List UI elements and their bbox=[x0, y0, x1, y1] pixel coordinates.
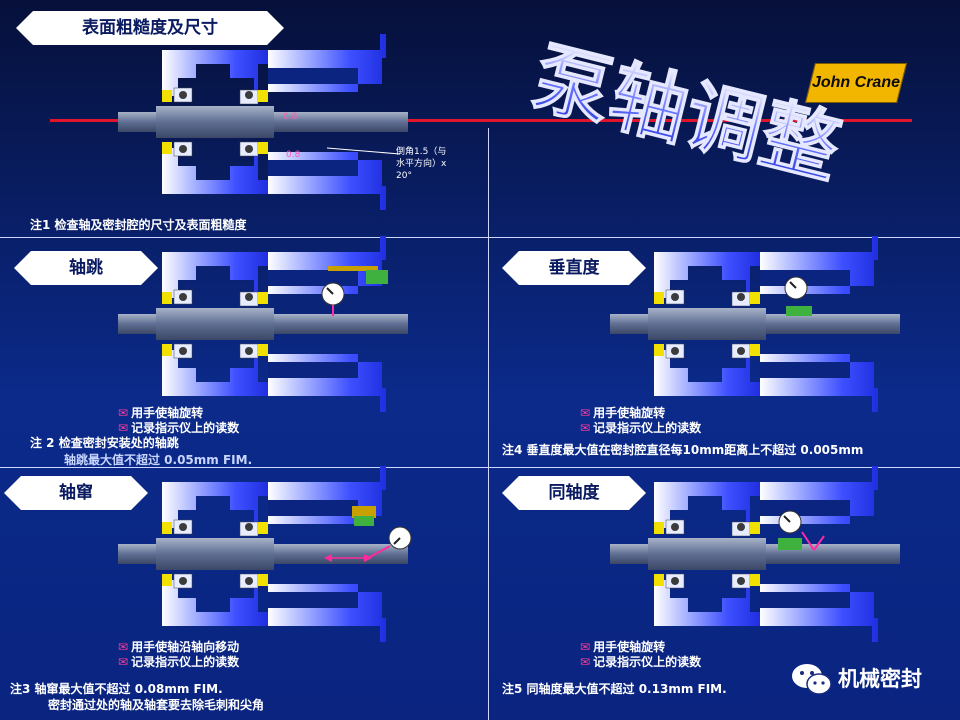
note-surface: 注1 检查轴及密封腔的尺寸及表面粗糙度 bbox=[30, 218, 247, 232]
divider-middle bbox=[0, 467, 960, 468]
bullet-runout-1: ✉用手使轴旋转 bbox=[118, 406, 204, 420]
note-runout-1: 注 2 检查密封安装处的轴跳 bbox=[30, 436, 179, 450]
label-endplay: 轴窜 bbox=[4, 476, 148, 510]
chamfer-leader bbox=[326, 147, 401, 155]
envelope-icon: ✉ bbox=[580, 421, 591, 435]
note-runout-2: 轴跳最大值不超过 0.05mm FIM. bbox=[64, 453, 253, 467]
pump-diagram-perpendicularity bbox=[610, 236, 901, 413]
main-title: 泵轴调整 bbox=[524, 32, 850, 196]
wechat-icon bbox=[792, 664, 832, 695]
note-perpendicularity: 注4 垂直度最大值在密封腔直径每10mm距离上不超过 0.005mm bbox=[502, 443, 864, 457]
divider-vertical bbox=[488, 128, 489, 720]
envelope-icon: ✉ bbox=[118, 421, 129, 435]
pump-diagram-endplay bbox=[118, 466, 412, 643]
bullet-runout-2: ✉记录指示仪上的读数 bbox=[118, 421, 240, 435]
envelope-icon: ✉ bbox=[580, 406, 591, 420]
label-surface: 表面粗糙度及尺寸 bbox=[16, 11, 284, 45]
bullet-conc-2: ✉记录指示仪上的读数 bbox=[580, 655, 702, 669]
pump-diagram-concentricity bbox=[610, 466, 901, 643]
bullet-perp-2: ✉记录指示仪上的读数 bbox=[580, 421, 702, 435]
pump-diagram-runout bbox=[118, 236, 409, 413]
note-endplay-1: 注3 轴窜最大值不超过 0.08mm FIM. bbox=[10, 682, 223, 696]
envelope-icon: ✉ bbox=[118, 406, 129, 420]
bullet-conc-1: ✉用手使轴旋转 bbox=[580, 640, 666, 654]
red-axis-line bbox=[50, 119, 912, 122]
bullet-endplay-2: ✉记录指示仪上的读数 bbox=[118, 655, 240, 669]
envelope-icon: ✉ bbox=[118, 640, 129, 654]
envelope-icon: ✉ bbox=[118, 655, 129, 669]
chamfer-note: 倒角1.5（与 水平方向）x 20° bbox=[396, 147, 447, 181]
roughness-b: 0.8 bbox=[286, 150, 301, 160]
label-runout: 轴跳 bbox=[14, 251, 158, 285]
envelope-icon: ✉ bbox=[580, 640, 591, 654]
bullet-endplay-1: ✉用手使轴沿轴向移动 bbox=[118, 640, 240, 654]
label-concentricity: 同轴度 bbox=[502, 476, 646, 510]
pump-diagram-surface bbox=[118, 34, 409, 211]
note-endplay-2: 密封通过处的轴及轴套要去除毛刺和尖角 bbox=[48, 698, 265, 712]
bullet-perp-1: ✉用手使轴旋转 bbox=[580, 406, 666, 420]
svg-text:泵轴调整: 泵轴调整 bbox=[524, 33, 849, 196]
label-perpendicularity: 垂直度 bbox=[502, 251, 646, 285]
divider-top bbox=[0, 237, 960, 238]
roughness-a: 0.8 bbox=[283, 112, 298, 122]
wechat-watermark: 机械密封 bbox=[790, 659, 950, 699]
envelope-icon: ✉ bbox=[580, 655, 591, 669]
brand-logo: John Crane bbox=[805, 63, 907, 103]
note-concentricity: 注5 同轴度最大值不超过 0.13mm FIM. bbox=[502, 682, 727, 696]
